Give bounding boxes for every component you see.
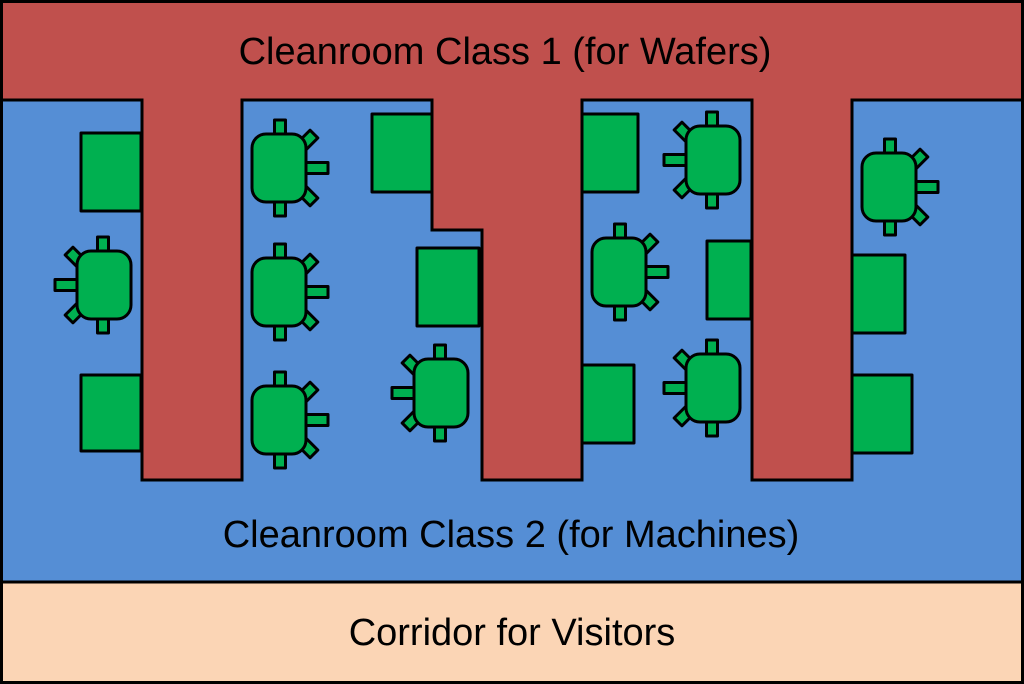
class1-label: Cleanroom Class 1 (for Wafers) xyxy=(239,31,772,73)
gear-machine-icon xyxy=(860,137,940,237)
square-machine-icon xyxy=(79,131,143,213)
square-machine-icon xyxy=(79,373,143,453)
gear-body-fill xyxy=(79,253,129,317)
gear-machines xyxy=(53,110,940,470)
square-machines xyxy=(79,112,914,455)
square-machine-icon xyxy=(415,246,481,328)
gear-body-fill xyxy=(594,240,644,304)
cleanroom-class1-zone xyxy=(0,0,1024,482)
class2-label: Cleanroom Class 2 (for Machines) xyxy=(223,514,800,556)
gear-machine-icon xyxy=(590,222,670,322)
gear-machine-icon xyxy=(662,338,742,438)
gear-body-fill xyxy=(254,136,304,200)
gear-body-fill xyxy=(254,260,304,324)
square-machine-icon xyxy=(850,373,914,455)
gear-machine-icon xyxy=(250,370,330,470)
gear-machine-icon xyxy=(53,235,133,335)
visitor-corridor-zone xyxy=(0,580,1024,684)
square-machine-icon xyxy=(580,112,640,194)
square-machine-icon xyxy=(580,363,636,445)
square-machine-icon xyxy=(850,253,907,335)
gear-body-fill xyxy=(416,361,466,425)
gear-machine-icon xyxy=(390,343,470,443)
square-machine-icon xyxy=(370,112,434,194)
square-machine-icon xyxy=(705,239,753,321)
gear-body-fill xyxy=(864,155,914,219)
gear-machine-icon xyxy=(250,242,330,342)
gear-body-fill xyxy=(688,128,738,192)
gear-machine-icon xyxy=(662,110,742,210)
gear-machine-icon xyxy=(250,118,330,218)
gear-body-fill xyxy=(688,356,738,420)
corridor-label: Corridor for Visitors xyxy=(349,612,676,654)
gear-body-fill xyxy=(254,388,304,452)
